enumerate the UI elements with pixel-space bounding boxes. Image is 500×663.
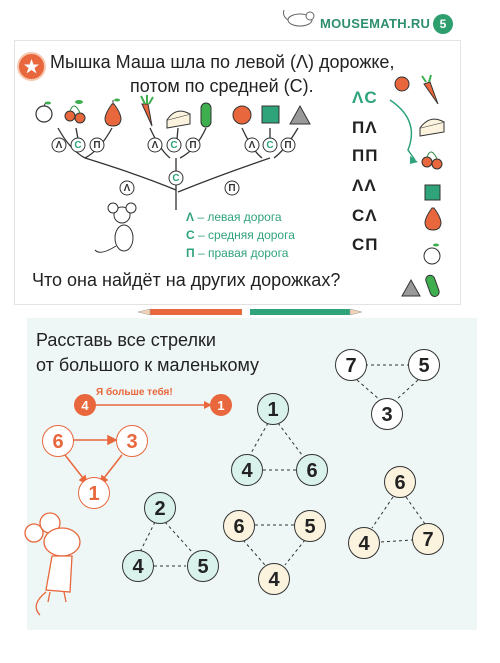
path-code: ПП <box>352 146 379 165</box>
task1-title-line1: Мышка Маша шла по левой (Λ) дорожке, <box>50 52 395 72</box>
svg-text:С: С <box>266 140 273 151</box>
cherry-icon <box>64 100 86 124</box>
cucumber-icon <box>200 102 212 128</box>
example-node: 6 <box>42 425 74 457</box>
svg-text:Λ: Λ <box>124 183 131 194</box>
site-name: MOUSEMATH.RU <box>320 16 431 31</box>
star-icon <box>17 52 46 81</box>
svg-text:П: П <box>189 140 196 151</box>
example-node: 1 <box>78 477 110 509</box>
graph-node[interactable]: 4 <box>122 550 154 582</box>
graph-node[interactable]: 4 <box>258 563 290 595</box>
graph-node[interactable]: 6 <box>384 466 416 498</box>
cucumber-icon <box>425 274 440 297</box>
svg-text:П: П <box>93 140 100 151</box>
branch-badge-right: П <box>280 137 296 153</box>
graph-node[interactable]: 6 <box>223 510 255 542</box>
task1-question: Что она найдёт на других дорожках? <box>32 270 341 290</box>
gray-triangle-icon <box>289 104 311 125</box>
example-node: 1 <box>210 394 232 416</box>
page-number: 5 <box>433 14 453 34</box>
branch-badge-center: С <box>70 137 86 153</box>
task1-title-line2: потом по средней (С). <box>130 76 314 96</box>
cheese-icon <box>166 110 191 129</box>
cheese-icon <box>419 118 445 137</box>
svg-text:П: П <box>228 183 235 194</box>
path-code: ΛΛ <box>352 176 377 195</box>
green-square-icon <box>424 184 441 201</box>
pear-icon <box>424 207 442 231</box>
legend-item-left: Λ – левая дорога <box>186 210 282 224</box>
orange-circle-icon <box>394 76 410 92</box>
graph-node[interactable]: 1 <box>257 393 289 425</box>
svg-text:Λ: Λ <box>56 140 63 151</box>
trunk-badge-right: П <box>224 180 240 196</box>
apple-icon <box>35 101 53 123</box>
path-code: ΛС <box>352 88 378 107</box>
green-square-icon <box>261 105 280 124</box>
pear-icon <box>104 98 122 127</box>
legend-item-center: С – средняя дорога <box>186 228 295 242</box>
trunk-badge-center: С <box>168 170 184 186</box>
example-note: Я больше тебя! <box>96 387 173 398</box>
cherry-icon <box>421 151 443 170</box>
graph-node[interactable]: 4 <box>231 454 263 486</box>
example-arrow <box>96 401 212 409</box>
example-node: 4 <box>74 394 96 416</box>
answer-arrow <box>389 99 416 161</box>
svg-text:С: С <box>74 140 81 151</box>
graph-node[interactable]: 6 <box>296 454 328 486</box>
path-code: СП <box>352 235 379 254</box>
svg-text:С: С <box>170 140 177 151</box>
branch-badge-left: Λ <box>147 137 163 153</box>
task2-title-line2: от большого к маленькому <box>36 355 260 375</box>
svg-text:Λ: Λ <box>152 140 159 151</box>
orange-circle-icon <box>232 105 252 125</box>
graph-node[interactable]: 5 <box>187 550 219 582</box>
example-node: 3 <box>116 425 148 457</box>
path-code: СΛ <box>352 206 378 225</box>
graph-node[interactable]: 7 <box>412 523 444 555</box>
path-code: ПΛ <box>352 118 378 137</box>
branch-badge-center: С <box>262 137 278 153</box>
pencil-orange <box>137 308 242 316</box>
graph-node[interactable]: 7 <box>335 349 367 381</box>
carrot-icon <box>421 74 439 105</box>
dashed-edges <box>139 364 426 567</box>
graph-node[interactable]: 5 <box>408 349 440 381</box>
apple-icon <box>423 243 441 265</box>
graph-node[interactable]: 5 <box>294 510 326 542</box>
graph-node[interactable]: 3 <box>371 398 403 430</box>
svg-text:С: С <box>172 173 179 184</box>
mouse-illustration <box>94 202 137 253</box>
branch-badge-left: Λ <box>244 137 260 153</box>
pencil-green <box>250 308 363 316</box>
branch-badge-center: С <box>166 137 182 153</box>
mouse-icon <box>283 9 315 27</box>
task2-title-line1: Расставь все стрелки <box>36 330 216 350</box>
legend-item-right: П – правая дорога <box>186 246 289 260</box>
graph-node[interactable]: 2 <box>144 492 176 524</box>
branch-badge-right: П <box>185 137 201 153</box>
svg-text:П: П <box>284 140 291 151</box>
branch-badge-right: П <box>89 137 105 153</box>
branch-badge-left: Λ <box>51 137 67 153</box>
gray-triangle-icon <box>401 278 421 297</box>
task1-panel <box>14 40 461 305</box>
graph-node[interactable]: 4 <box>348 527 380 559</box>
trunk-badge-left: Λ <box>119 180 135 196</box>
svg-text:Λ: Λ <box>249 140 256 151</box>
carrot-icon <box>140 95 154 127</box>
